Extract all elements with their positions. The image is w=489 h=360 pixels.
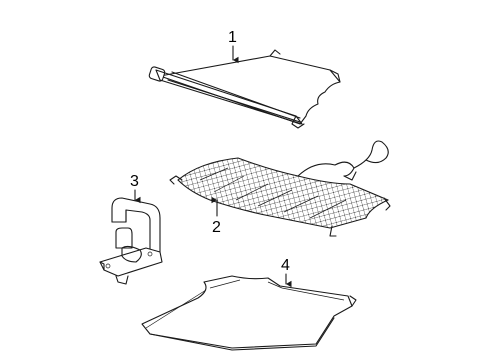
callout-3: 3 <box>130 173 141 204</box>
cargo-net <box>169 140 391 237</box>
callout-3-label: 3 <box>130 173 139 190</box>
callout-2: 2 <box>211 196 221 236</box>
callout-2-label: 2 <box>212 219 221 236</box>
callout-1: 1 <box>228 29 239 64</box>
cargo-cover <box>148 49 341 129</box>
mounting-bracket <box>99 197 163 285</box>
cargo-mat <box>141 275 357 351</box>
callout-1-label: 1 <box>228 29 237 46</box>
callout-4: 4 <box>281 257 292 288</box>
callout-4-label: 4 <box>281 257 290 274</box>
